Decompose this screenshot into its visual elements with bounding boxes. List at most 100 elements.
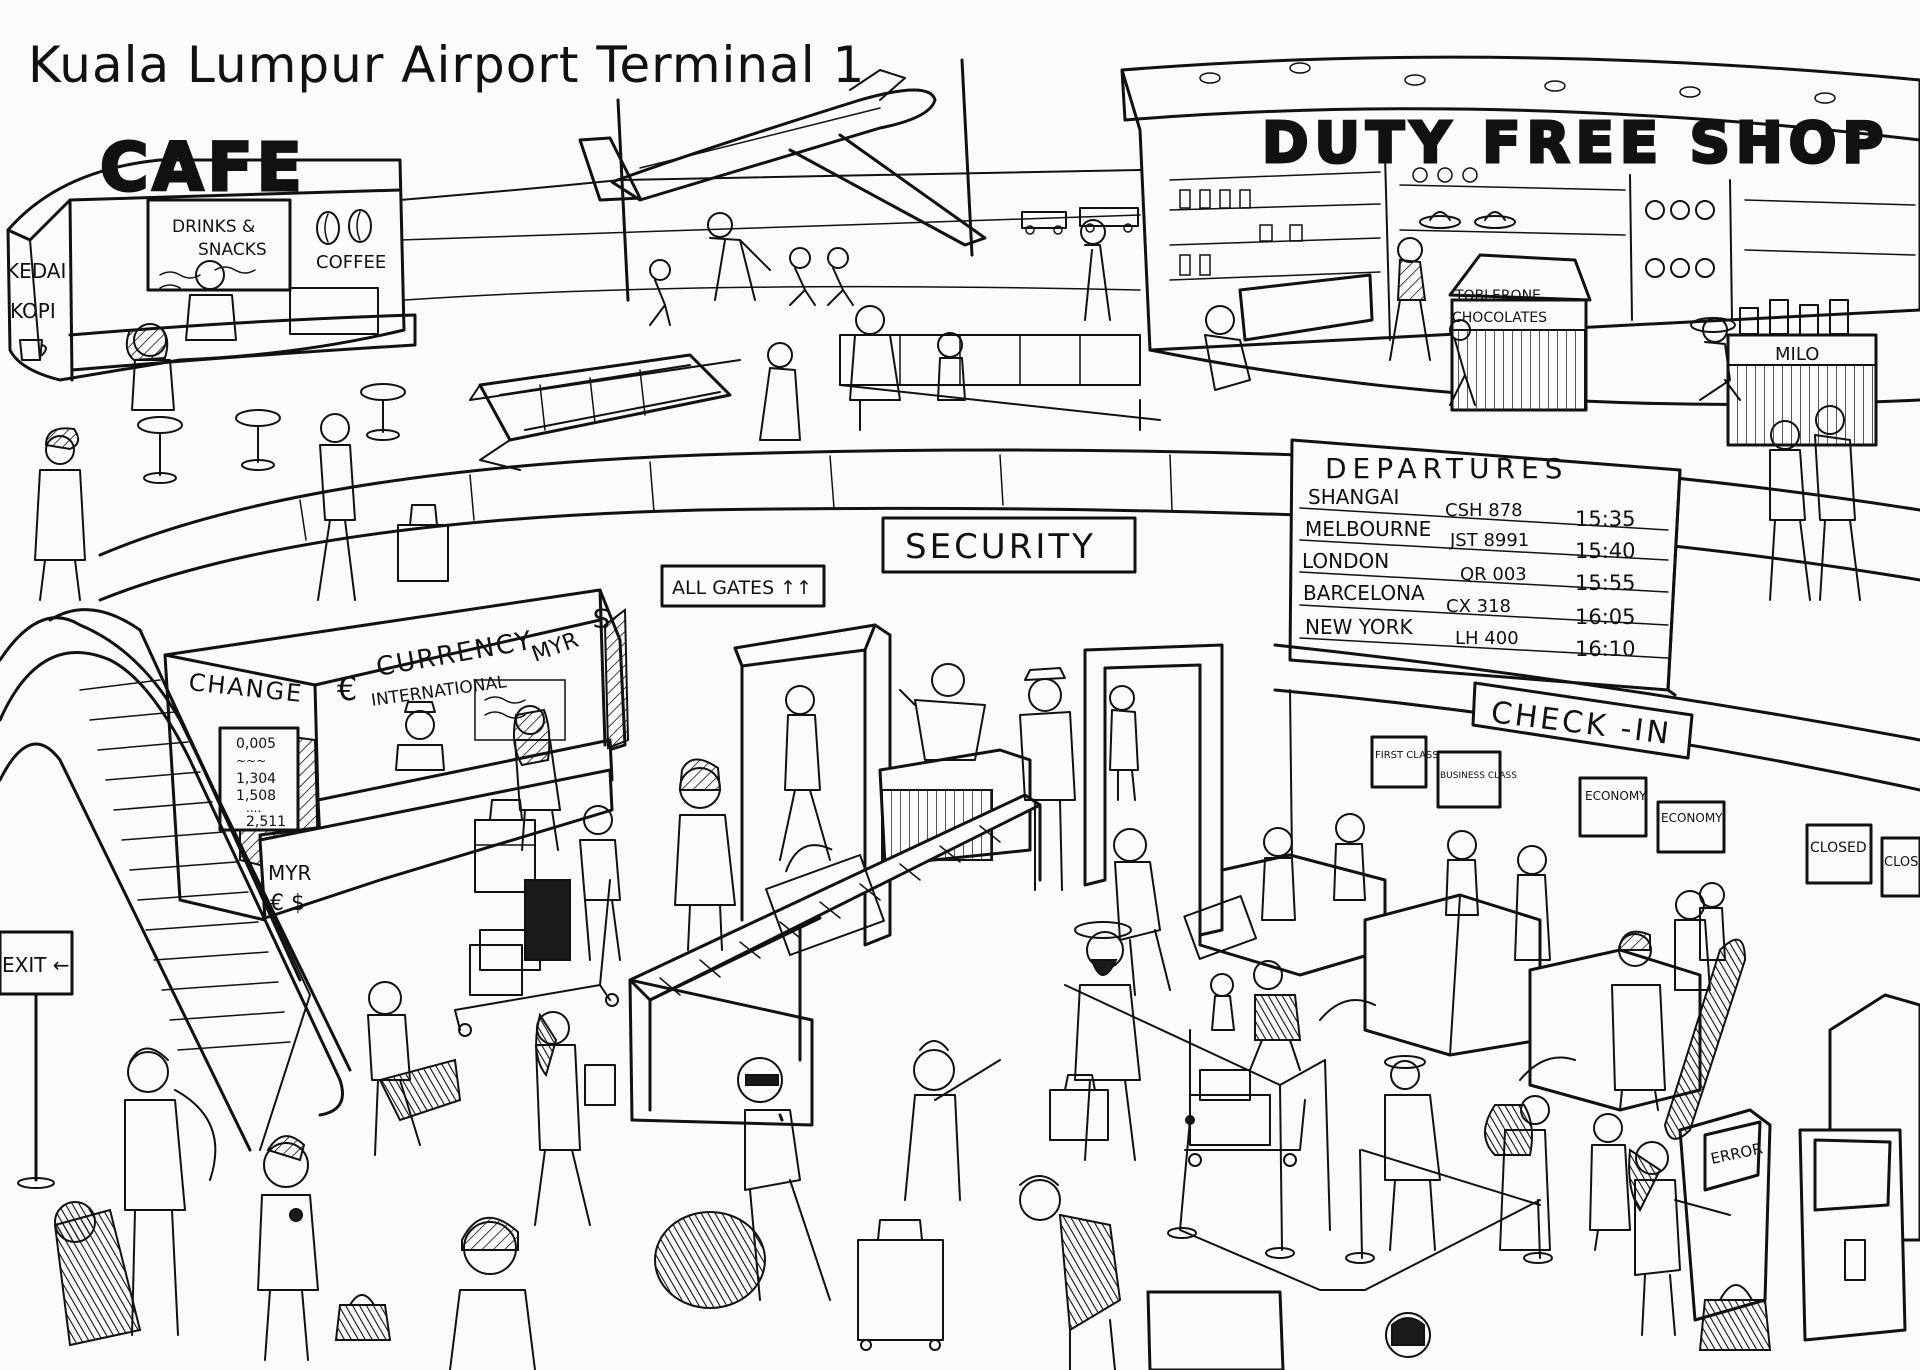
person (1628, 1141, 1731, 1336)
departures-heading: DEPARTURES (1325, 452, 1568, 485)
chocolates-label: CHOCOLATES (1452, 310, 1547, 326)
security-sign: SECURITY (881, 516, 1137, 574)
person (1385, 1312, 1431, 1358)
person (1074, 921, 1141, 1161)
person (1484, 1095, 1551, 1251)
teller-figure (395, 701, 445, 771)
toblerone-stand: TOBLERONE CHOCOLATES (1448, 253, 1592, 412)
handbag (334, 1294, 392, 1341)
person (1080, 219, 1111, 321)
suitcase (474, 799, 536, 893)
person (1445, 830, 1479, 916)
baggage-conveyor-belt (628, 793, 1042, 1127)
flight-row-2: MELBOURNE JST 8991 15:40 (1305, 517, 1636, 563)
duty-free-sign: DUTY FREE SHOP (1262, 111, 1889, 176)
counter-sign-business: BUSINESS CLASS (1436, 750, 1517, 809)
toblerone-label: TOBLERONE (1454, 288, 1541, 304)
person (649, 259, 671, 326)
flight-city: SHANGAI (1308, 485, 1399, 509)
security-checkpoint (628, 623, 1224, 1127)
flight-city: MELBOURNE (1305, 517, 1431, 541)
cashier-counter (1238, 273, 1374, 342)
shelf-bottles (1179, 167, 1478, 276)
security-officer (1019, 667, 1076, 891)
person (789, 247, 816, 306)
security-sign-text: SECURITY (905, 527, 1096, 567)
person (904, 1040, 1001, 1201)
person (1611, 930, 1666, 1111)
flight-time: 16:05 (1575, 605, 1636, 629)
person (1814, 405, 1861, 601)
exit-sign-text: EXIT ← (2, 953, 70, 977)
euro-icon: € (337, 670, 357, 708)
milo-label: MILO (1775, 344, 1819, 365)
striped-bag (378, 1058, 462, 1122)
barista-figure (185, 260, 237, 341)
person (449, 1216, 536, 1370)
flight-number: QR 003 (1460, 564, 1527, 585)
runway-vehicles (1021, 207, 1139, 235)
flight-row-3: LONDON QR 003 15:55 (1302, 549, 1636, 595)
luggage-trolley (454, 879, 619, 1037)
person (257, 1135, 319, 1361)
person (1249, 960, 1302, 1071)
self-service-kiosks: ERROR (1678, 1108, 1907, 1342)
counter-sign-first: FIRST CLASS (1370, 735, 1439, 789)
person (124, 1047, 217, 1336)
cafe-sign-text: CAFE (100, 129, 306, 206)
person (34, 427, 86, 601)
coffee-label: COFFEE (316, 252, 386, 273)
hat-icons (1419, 211, 1516, 229)
duty-free-shop: DUTY FREE SHOP TOBLERONE CHOCOLATE (1120, 55, 1920, 447)
counter-label: CLOSED (1810, 840, 1867, 856)
counter-sign-closed-1: CLOSED (1805, 823, 1873, 885)
people (34, 212, 1861, 1370)
security-agent-with-wand (899, 663, 986, 761)
person (1333, 813, 1366, 901)
rolled-bag (654, 1211, 766, 1309)
rate: ~~~ (236, 754, 266, 768)
flight-city: LONDON (1302, 549, 1389, 573)
cafe-menu-line-2: SNACKS (198, 240, 267, 260)
flight-city: BARCELONA (1303, 581, 1425, 605)
rolling-suitcase (857, 1219, 944, 1351)
person (1589, 1113, 1631, 1251)
person (759, 342, 801, 441)
waiting-seats-left (469, 353, 741, 471)
snake-bag (1663, 938, 1747, 1140)
person (1514, 845, 1551, 961)
backpack (53, 1201, 142, 1347)
flight-number: CX 318 (1446, 596, 1511, 617)
person (1113, 828, 1258, 996)
person (674, 758, 736, 951)
terminal-window (399, 58, 1141, 302)
flight-time: 16:10 (1575, 637, 1636, 661)
escalator (0, 608, 352, 1152)
person (827, 247, 854, 306)
person (1769, 420, 1811, 601)
airplane-icon (578, 69, 987, 247)
customer-figure (125, 323, 175, 411)
cafe-stools (137, 383, 406, 484)
box (1146, 1290, 1285, 1370)
flight-time: 15:40 (1575, 539, 1636, 563)
currency-exchange-booth: CHANGE CURRENCY INTERNATIONAL MYR € $ 0,… (163, 588, 630, 922)
person (779, 685, 831, 861)
person (1204, 305, 1251, 391)
flight-time: 15:35 (1575, 507, 1636, 531)
person (513, 705, 561, 851)
counter-label: FIRST CLASS (1375, 750, 1439, 761)
person (1109, 685, 1139, 801)
person (1210, 973, 1235, 1031)
all-gates-sign-text: ALL GATES ↑↑ (672, 577, 812, 599)
person (1384, 1055, 1441, 1251)
kedai-label: KEDAI (6, 259, 66, 283)
flight-number: LH 400 (1455, 628, 1519, 649)
person (1019, 1175, 1122, 1370)
flight-row-4: BARCELONA CX 318 16:05 (1303, 581, 1636, 629)
myr-bottom-label: MYR (268, 861, 311, 885)
counter-label: BUSINESS CLASS (1440, 771, 1517, 781)
flight-number: CSH 878 (1445, 500, 1523, 521)
rate: 2,511 (246, 814, 286, 830)
